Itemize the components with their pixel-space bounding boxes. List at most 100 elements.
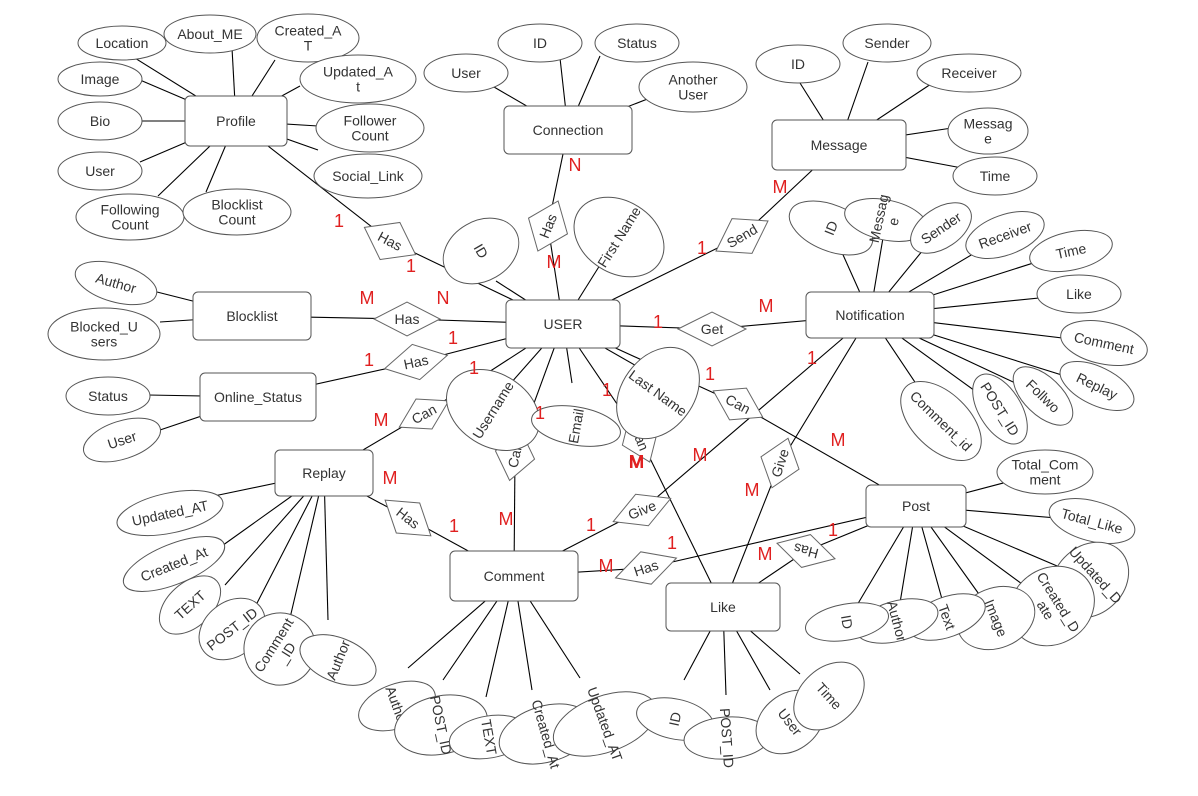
attribute-label: User [85,163,115,179]
attribute-co-updated: Updated_AT [552,685,658,764]
attribute-u-email: Email [531,405,621,447]
attribute-oval [122,536,226,592]
cardinality-label: M [499,509,514,529]
cardinality-label: 1 [448,328,458,348]
attribute-label: Time [1054,240,1087,262]
attribute-r-author: Author [299,634,377,686]
attribute-oval [805,602,889,642]
attribute-label-line: sers [91,334,117,350]
attribute-c-user: User [423,53,509,93]
entity-user: USER [505,299,621,349]
attribute-oval [1029,229,1113,273]
attribute-o-status: Status [65,376,151,416]
entity-label: Post [902,498,930,514]
link-like_can-like [639,437,724,608]
relationship-label: Has [402,352,430,373]
attribute-oval [616,346,700,440]
attribute-u-last: Last Name [616,346,700,440]
attribute-b-author: Author [74,260,158,306]
attribute-label-line: Follower [344,113,397,129]
attribute-oval [299,54,417,104]
cardinality-label: M [758,544,773,564]
attribute-m-time: Time [952,156,1038,196]
attribute-n-time: Time [1029,229,1113,273]
relationship-label: Has [632,557,661,580]
attribute-p-image: Image [57,61,143,97]
entity-box [449,550,579,602]
cardinality-label: N [437,288,450,308]
attribute-p-bio: Bio [57,101,143,141]
entity-box [184,95,288,147]
relationship-post-has-comment: Has [614,551,678,585]
entity-box [865,484,967,528]
cardinality-label: 1 [406,256,416,276]
attribute-label-line: ment [1029,472,1060,488]
cardinality-label: M [360,288,375,308]
attribute-label: Location [96,35,149,51]
entity-label: Like [710,599,736,615]
attribute-oval [77,25,167,61]
attribute-label-line: Count [218,212,255,228]
entity-label: USER [544,316,583,332]
entity-connection: Connection [503,105,633,155]
cardinality-label: M [630,452,645,472]
entity-label: Connection [533,122,604,138]
attribute-m-id: ID [755,44,841,84]
attribute-label: ID [791,56,805,72]
attribute-label-line: Blocklist [211,197,262,213]
cardinality-label: 1 [697,238,707,258]
entity-label: Notification [835,307,904,323]
attribute-r-updated: Updated_AT [116,489,224,537]
attribute-oval [965,211,1045,259]
attribute-p-location: Location [77,25,167,61]
attribute-po-author: Author [855,598,939,644]
attribute-oval [65,376,151,416]
attribute-label: TEXT [478,718,500,756]
relationship-send: Send [715,218,769,254]
cardinality-label: M [759,296,774,316]
entity-replay: Replay [274,449,374,497]
cardinality-label: 1 [602,380,612,400]
attribute-label: Status [617,35,657,51]
attribute-oval [1059,361,1135,411]
relationship-diamond [612,493,672,527]
entity-label: Message [811,137,868,153]
cardinality-label: 1 [667,533,677,553]
attribute-oval [900,380,982,462]
cardinality-label: 1 [705,364,715,384]
entity-box [805,291,935,339]
cardinality-label: M [547,252,562,272]
attribute-m-message: Message [947,107,1029,155]
entity-box [199,372,317,422]
relationship-diamond [760,437,800,489]
attribute-n-sender: Sender [910,202,972,254]
attribute-r-commentid: Comment_ID [243,612,317,686]
attribute-label-line: Following [100,202,159,218]
entity-blocklist: Blocklist [192,291,312,341]
attribute-oval [755,44,841,84]
attribute-label: Like [1066,286,1092,302]
attribute-label: Status [88,388,128,404]
attribute-oval [573,196,665,278]
attribute-label: ID [471,241,492,261]
attribute-oval [74,260,158,306]
attribute-oval [423,53,509,93]
attribute-u-id: ID [442,217,520,285]
attribute-c-id: ID [497,23,583,63]
attribute-m-sender: Sender [842,23,932,63]
attribute-oval [182,188,292,236]
relationship-post-can: Can [712,387,764,421]
relationship-diamond [527,200,569,252]
attribute-oval [947,107,1029,155]
entity-label: Online_Status [214,389,302,405]
attribute-n-receiver: Receiver [965,211,1045,259]
cardinality-label: 1 [364,350,374,370]
attribute-n-replay: Replay [1059,361,1135,411]
entity-like: Like [665,582,781,632]
cardinality-label: 1 [807,348,817,368]
attribute-p-social: Social_Link [313,153,423,199]
entity-label: Comment [484,568,545,584]
entity-profile: Profile [184,95,288,147]
